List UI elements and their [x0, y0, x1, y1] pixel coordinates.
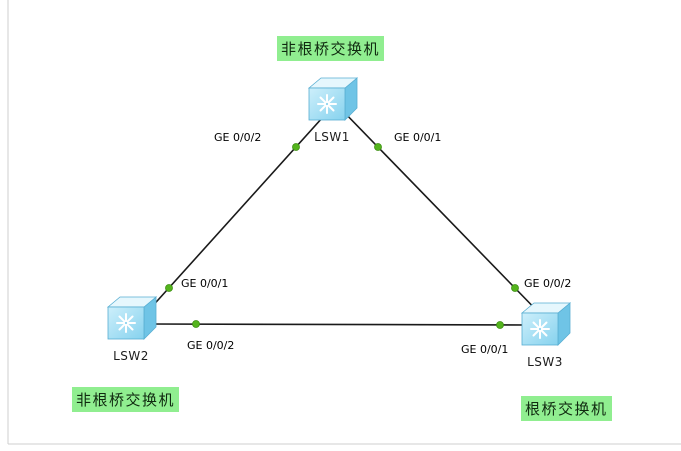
- port-label-lsw3-ge001: GE 0/0/1: [461, 343, 509, 356]
- port-label-lsw3-ge002: GE 0/0/2: [524, 277, 572, 290]
- port-label-lsw2-ge001: GE 0/0/1: [181, 277, 229, 290]
- device-label-lsw1: LSW1: [314, 130, 350, 144]
- device-lsw3[interactable]: LSW3: [518, 301, 572, 369]
- switch-icon: [521, 302, 571, 346]
- annotation-lsw2-non-root-bridge[interactable]: 非根桥交换机: [72, 387, 180, 412]
- annotation-lsw1-non-root-bridge[interactable]: 非根桥交换机: [277, 36, 385, 61]
- port-dot-lsw2-ge001: [165, 284, 173, 292]
- port-dot-lsw2-ge002: [192, 320, 200, 328]
- device-label-lsw2: LSW2: [113, 349, 149, 363]
- port-dot-lsw3-ge001: [496, 321, 504, 329]
- port-dot-lsw3-ge002: [511, 284, 519, 292]
- link-lsw2-lsw3[interactable]: [149, 323, 531, 326]
- port-dot-lsw1-ge001: [374, 143, 382, 151]
- switch-icon: [107, 296, 157, 340]
- link-lsw1-lsw2[interactable]: [139, 106, 333, 321]
- annotation-lsw3-root-bridge[interactable]: 根桥交换机: [521, 396, 612, 421]
- port-dot-lsw1-ge002: [292, 143, 300, 151]
- port-label-lsw1-ge001: GE 0/0/1: [394, 131, 442, 144]
- device-label-lsw3: LSW3: [527, 355, 563, 369]
- device-lsw2[interactable]: LSW2: [104, 295, 158, 363]
- port-label-lsw1-ge002: GE 0/0/2: [214, 131, 262, 144]
- device-lsw1[interactable]: LSW1: [305, 76, 359, 144]
- switch-icon: [308, 77, 358, 121]
- port-label-lsw2-ge002: GE 0/0/2: [187, 339, 235, 352]
